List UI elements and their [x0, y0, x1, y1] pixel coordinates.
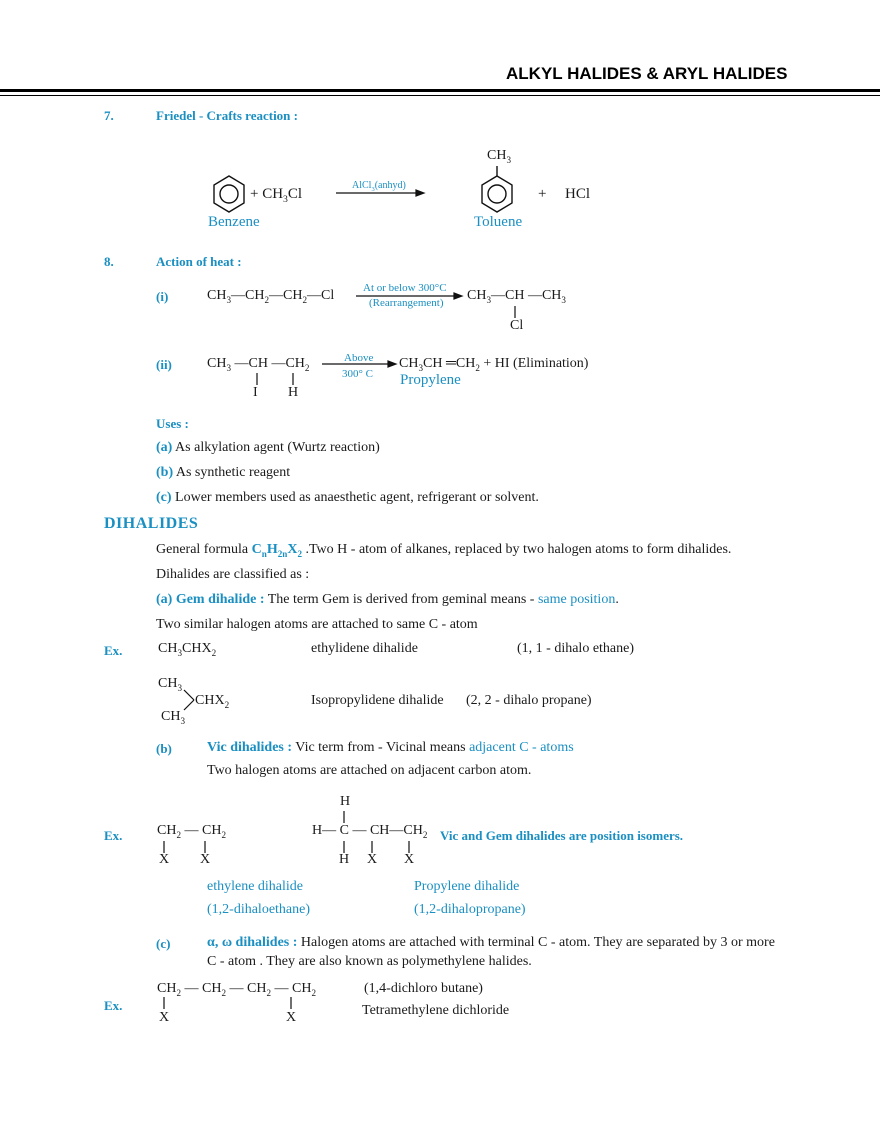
- friedel-reactant: + CH3Cl: [250, 186, 303, 205]
- gem-line: (a) Gem dihalide : The term Gem is deriv…: [156, 592, 619, 607]
- propylene-label: Propylene: [400, 372, 461, 388]
- aw-x1: X: [159, 1010, 170, 1025]
- header-rule-thick: [0, 89, 880, 92]
- heat-ii-h: H: [288, 385, 299, 400]
- heat-i-cl: Cl: [510, 318, 524, 333]
- ex2-chx2: CHX2: [195, 693, 230, 710]
- section-7-title: Friedel - Crafts reaction :: [156, 108, 298, 123]
- vic-iupac-2: (1,2-dihalopropane): [414, 902, 526, 917]
- toluene-label: Toluene: [474, 214, 523, 230]
- heat-ii-reactant: CH3 —CH —CH2: [207, 356, 310, 373]
- heat-i-rearrangement: (Rearrangement): [369, 297, 444, 309]
- toluene-ch3: CH3: [487, 148, 511, 165]
- ex2-ch3-top: CH3: [158, 676, 182, 693]
- ex-label-2: Ex.: [104, 828, 123, 843]
- ex-label-3: Ex.: [104, 998, 123, 1013]
- isomers-note: Vic and Gem dihalides are position isome…: [440, 828, 684, 843]
- header-rule-thin: [0, 95, 880, 96]
- ex1-formula: CH3CHX2: [158, 641, 217, 658]
- benzene-label: Benzene: [208, 214, 260, 230]
- vic-name-1: ethylene dihalide: [207, 879, 304, 894]
- vic-s1-chain: CH2 — CH2: [157, 823, 226, 840]
- uses-title: Uses :: [156, 416, 189, 431]
- classified-line: Dihalides are classified as :: [156, 567, 310, 582]
- use-item-b: (b) As synthetic reagent: [156, 465, 291, 480]
- heat-i-label: (i): [156, 289, 169, 304]
- heat-ii-above: Above: [344, 352, 374, 364]
- vic-iupac-1: (1,2-dihaloethane): [207, 902, 311, 917]
- aw-iupac: (1,4-dichloro butane): [364, 981, 483, 996]
- section-8-number: 8.: [104, 254, 114, 269]
- vic-s2-x1: X: [367, 852, 378, 867]
- aw-x2: X: [286, 1010, 297, 1025]
- gem-line-2: Two similar halogen atoms are attached t…: [156, 617, 478, 632]
- section-7-number: 7.: [104, 108, 114, 123]
- heat-i-condition: At or below 300°C: [363, 282, 447, 294]
- aw-line-2: C - atom . They are also known as polyme…: [207, 954, 532, 969]
- ex1-name: ethylidene dihalide: [311, 641, 418, 656]
- heat-ii-product: CH3CH ═CH2 + HI (Elimination): [399, 356, 589, 373]
- vic-s2-h-bottom: H: [339, 852, 350, 867]
- heat-ii-label: (ii): [156, 357, 172, 372]
- page-title: ALKYL HALIDES & ARYL HALIDES: [506, 64, 788, 83]
- heat-ii-i: I: [253, 385, 258, 400]
- section-8-title: Action of heat :: [156, 254, 242, 269]
- vic-s1-x1: X: [159, 852, 170, 867]
- heat-i-reactant: CH3—CH2—CH2—Cl: [207, 288, 335, 305]
- vic-s2-chain: H— C — CH—CH2: [312, 823, 428, 840]
- ex2-iupac: (2, 2 - dihalo propane): [466, 693, 592, 708]
- dihalides-heading: DIHALIDES: [104, 515, 199, 532]
- aw-tag: (c): [156, 936, 171, 951]
- toluene-ring-icon: [481, 166, 513, 213]
- vic-line: Vic dihalides : Vic term from - Vicinal …: [207, 740, 574, 755]
- ex2-name: Isopropylidene dihalide: [311, 693, 444, 708]
- vic-s2-h-top: H: [340, 794, 351, 809]
- use-item-a: (a) As alkylation agent (Wurtz reaction): [156, 440, 380, 455]
- general-formula-line: General formula CnH2nX2 .Two H - atom of…: [156, 542, 732, 559]
- ex2-ch3-bottom: CH3: [161, 709, 185, 726]
- heat-i-product: CH3—CH —CH3: [467, 288, 566, 305]
- aw-line: α, ω dihalides : Halogen atoms are attac…: [207, 935, 775, 950]
- aw-chain: CH2 — CH2 — CH2 — CH2: [157, 981, 316, 998]
- aw-name: Tetramethylene dichloride: [362, 1003, 510, 1018]
- friedel-hcl: HCl: [565, 186, 591, 202]
- ex1-iupac: (1, 1 - dihalo ethane): [517, 641, 635, 656]
- friedel-plus: +: [538, 186, 547, 202]
- vic-s1-x2: X: [200, 852, 211, 867]
- friedel-catalyst: AlCl3(anhyd): [352, 180, 406, 193]
- heat-ii-temp: 300° C: [342, 368, 373, 380]
- use-item-c: (c) Lower members used as anaesthetic ag…: [156, 490, 539, 505]
- vic-tag: (b): [156, 741, 172, 756]
- vic-s2-x2: X: [404, 852, 415, 867]
- benzene-ring-icon: [213, 175, 245, 213]
- vic-name-2: Propylene dihalide: [414, 879, 520, 894]
- vic-line-2: Two halogen atoms are attached on adjace…: [207, 763, 532, 778]
- ex-label-1: Ex.: [104, 643, 123, 658]
